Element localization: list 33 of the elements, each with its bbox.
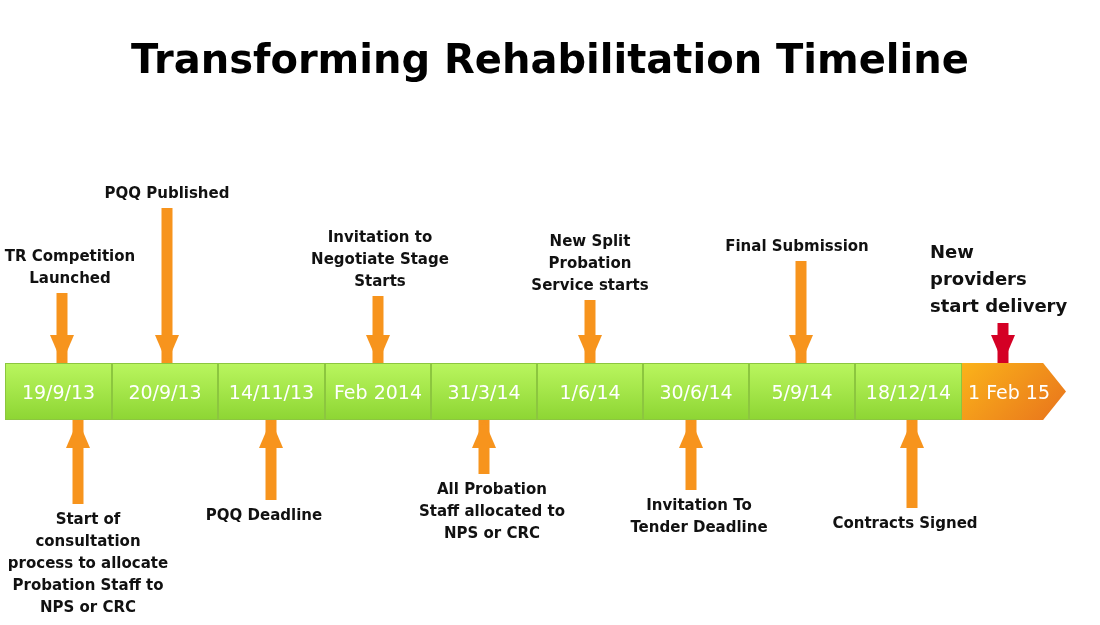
arrow — [789, 261, 813, 363]
event-label: PQQ Deadline — [194, 504, 334, 526]
arrow — [259, 420, 283, 500]
arrow-segment: 1 Feb 15 — [962, 363, 1066, 420]
date-segment: 19/9/13 — [5, 363, 112, 420]
date-segment: 1/6/14 — [537, 363, 643, 420]
date-segment: 18/12/14 — [855, 363, 962, 420]
date-segment: Feb 2014 — [325, 363, 431, 420]
event-label: Final Submission — [722, 235, 872, 257]
date-segment: 30/6/14 — [643, 363, 749, 420]
arrow — [679, 420, 703, 490]
event-label: New providers start delivery — [930, 238, 1070, 319]
event-label: New Split Probation Service starts — [515, 230, 665, 296]
date-segment: 5/9/14 — [749, 363, 855, 420]
arrow — [900, 420, 924, 508]
arrow — [991, 323, 1015, 363]
arrow — [155, 208, 179, 363]
event-label: Start of consultation process to allocate Probation Staff to NPS or CRC — [0, 508, 176, 618]
arrow — [66, 420, 90, 504]
event-label: Invitation To Tender Deadline — [624, 494, 774, 538]
event-label: PQQ Published — [97, 182, 237, 204]
arrow — [472, 420, 496, 474]
arrow — [50, 293, 74, 363]
arrow — [578, 300, 602, 363]
arrow — [366, 296, 390, 363]
date-segment: 14/11/13 — [218, 363, 325, 420]
date-segment: 31/3/14 — [431, 363, 537, 420]
date-segment: 20/9/13 — [112, 363, 218, 420]
event-label: Invitation to Negotiate Stage Starts — [305, 226, 455, 292]
title: Transforming Rehabilitation Timeline — [130, 36, 970, 82]
event-label: Contracts Signed — [825, 512, 985, 534]
event-label: TR Competition Launched — [0, 245, 140, 289]
event-label: All Probation Staff allocated to NPS or CRC — [417, 478, 567, 544]
